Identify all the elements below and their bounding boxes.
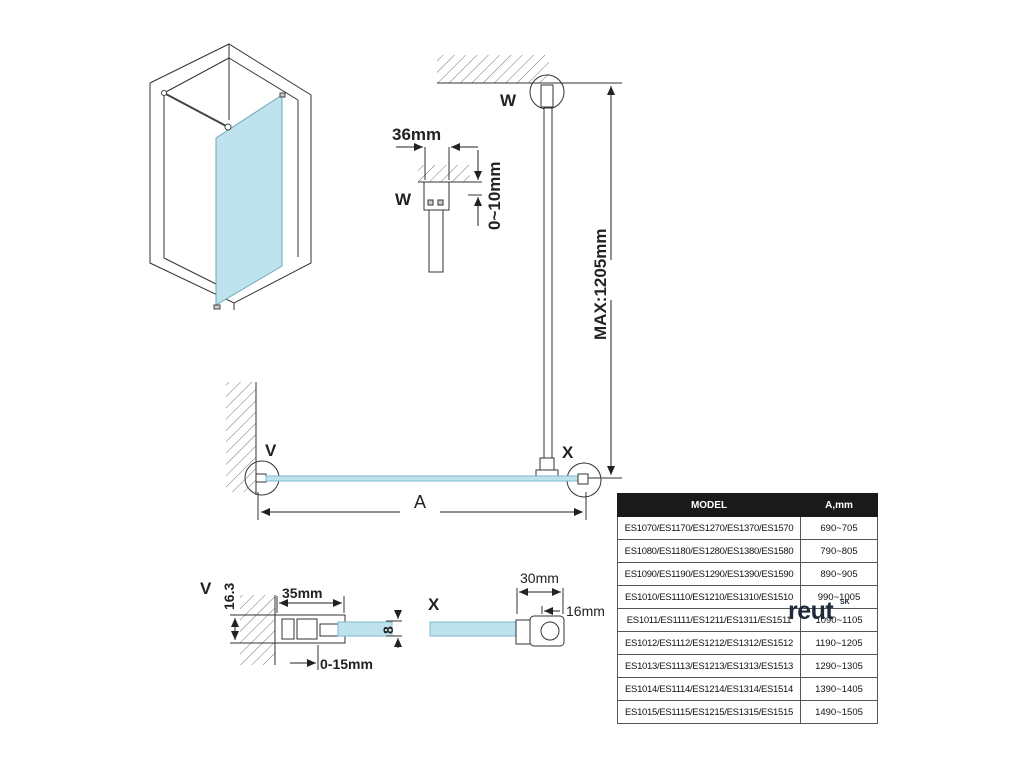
glass-thickness-label: 8 [380,626,396,634]
row-models: ES1010/ES1110/ES1210/ES1310/ES1510 [617,585,801,609]
row-models: ES1080/ES1180/ES1280/ES1380/ES1580 [617,539,801,563]
ceiling-wall [437,55,620,84]
v-plan-label: V [265,441,277,460]
row-a: 690~705 [800,516,878,540]
row-a: 990~1005 [800,585,878,609]
w-width-label: 36mm [392,125,441,144]
row-a: 1090~1105 [800,608,878,632]
row-models: ES1015/ES1115/ES1215/ES1315/ES1515 [617,700,801,724]
row-a: 1490~1505 [800,700,878,724]
glass-panel-iso [215,94,283,306]
row-a: 1290~1305 [800,654,878,678]
x-detail-label: X [428,595,440,614]
max-height-label: MAX:1205mm [591,229,610,341]
w-detail-view: 36mm W 0~10mm [392,125,504,273]
brand-logo: reut [788,597,834,625]
row-models: ES1013/ES1113/ES1213/ES1313/ES1513 [617,654,801,678]
w-detail-label: W [395,190,412,209]
glass-panel-plan [265,475,581,482]
max-height-dimension: MAX:1205mm [557,82,622,479]
row-a: 1390~1405 [800,677,878,701]
x-width-label: 30mm [520,570,559,586]
v-width-label: 35mm [282,585,322,601]
glass-detail-v [337,621,393,637]
row-models: ES1070/ES1170/ES1270/ES1370/ES1570 [617,516,801,540]
header-model: MODEL [617,493,801,517]
row-models: ES1011/ES1111/ES1211/ES1311/ES1511 [617,608,801,632]
row-a: 790~805 [800,539,878,563]
glass-detail-x [429,621,523,637]
a-dimension-label: A [414,492,426,512]
plan-view: V X A [226,382,602,520]
row-models: ES1012/ES1112/ES1212/ES1312/ES1512 [617,631,801,655]
v-detail-label: V [200,579,212,598]
v-height-label: 16.3 [221,583,237,610]
v-detail-view: V 16.3 35mm 0-15mm 8 [200,579,402,672]
table-header-row: MODEL A,mm [617,493,878,517]
model-table: MODEL A,mm ES1070/ES1170/ES1270/ES1370/E… [617,493,878,724]
v-adjust-label: 0-15mm [320,656,373,672]
x-detail-view: X 30mm 16mm [428,570,605,647]
w-top-label: W [500,91,517,110]
x-plan-label: X [562,443,574,462]
row-a: 1190~1205 [800,631,878,655]
row-models: ES1014/ES1114/ES1214/ES1314/ES1514 [617,677,801,701]
row-a: 890~905 [800,562,878,586]
header-a: A,mm [800,493,878,517]
x-height-label: 16mm [566,603,605,619]
row-models: ES1090/ES1190/ES1290/ES1390/ES1590 [617,562,801,586]
support-bar-vertical [529,74,565,479]
w-gap-label: 0~10mm [485,161,504,230]
shower-isometric-view [149,43,312,310]
brand-logo-suffix: SK [840,599,850,606]
